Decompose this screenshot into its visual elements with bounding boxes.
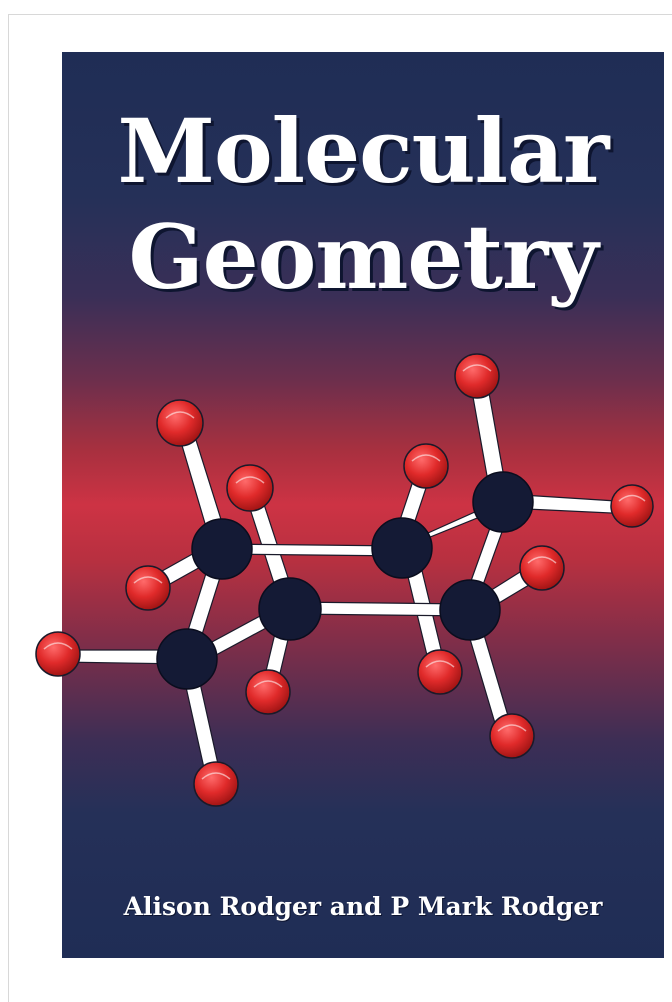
- carbon-atom: [439, 579, 501, 641]
- hydrogen-atom: [403, 443, 449, 489]
- hydrogen-atom: [193, 761, 239, 807]
- hydrogen-atom: [156, 399, 204, 447]
- book-title: Molecular Geometry: [62, 98, 664, 310]
- hydrogen-atom: [245, 669, 291, 715]
- carbon-atom: [371, 517, 433, 579]
- hydrogen-atom: [610, 484, 654, 528]
- book-authors: Alison Rodger and P Mark Rodger: [123, 892, 603, 921]
- hydrogen-atom: [417, 649, 463, 695]
- carbon-atoms: [156, 471, 534, 690]
- hydrogen-atom: [489, 713, 535, 759]
- hydrogen-atom: [519, 545, 565, 591]
- carbon-atom: [191, 518, 253, 580]
- title-line-2: Geometry: [128, 205, 598, 309]
- title-line-1: Molecular: [117, 99, 610, 203]
- hydrogen-atom: [454, 353, 500, 399]
- hydrogen-atoms-front: [35, 565, 535, 807]
- carbon-atom: [472, 471, 534, 533]
- hydrogen-atoms-back: [156, 353, 654, 591]
- hydrogen-atom: [35, 631, 81, 677]
- atom-highlights: [43, 364, 646, 780]
- hydrogen-atom: [226, 464, 274, 512]
- carbon-atom: [258, 577, 322, 641]
- image-frame: [8, 14, 672, 1002]
- carbon-atom: [156, 628, 218, 690]
- hydrogen-atom: [125, 565, 171, 611]
